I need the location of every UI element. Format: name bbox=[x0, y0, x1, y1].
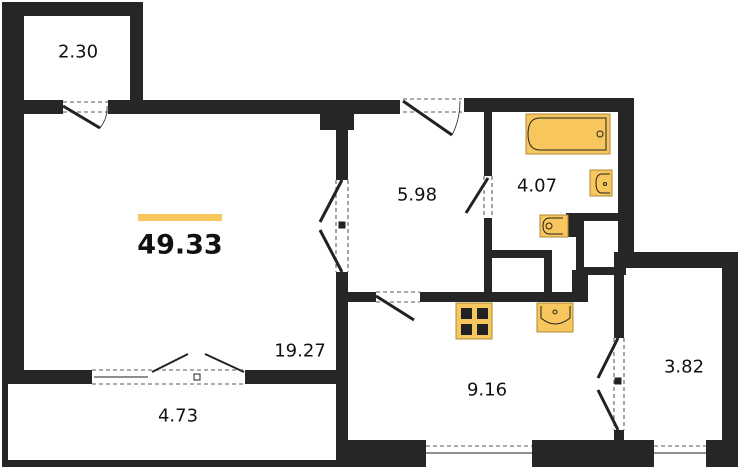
room-area-kitchen: 9.16 bbox=[466, 379, 508, 401]
room-area-storage: 2.30 bbox=[57, 41, 99, 63]
kitchen-sink-icon bbox=[536, 302, 574, 333]
doors bbox=[62, 98, 706, 454]
total-area: 49.33 bbox=[137, 229, 223, 261]
toilet-icon bbox=[539, 214, 569, 238]
stove-icon bbox=[455, 302, 493, 340]
bathtub-icon bbox=[525, 113, 611, 155]
washbasin-icon bbox=[589, 169, 613, 197]
room-area-hallway: 5.98 bbox=[396, 184, 438, 206]
room-area-balcony: 4.73 bbox=[157, 405, 199, 427]
room-area-bedroom-small: 3.82 bbox=[663, 356, 705, 378]
room-area-living-room: 19.27 bbox=[274, 340, 326, 362]
total-area-accent-bar bbox=[138, 214, 222, 221]
room-area-bathroom: 4.07 bbox=[516, 175, 558, 197]
